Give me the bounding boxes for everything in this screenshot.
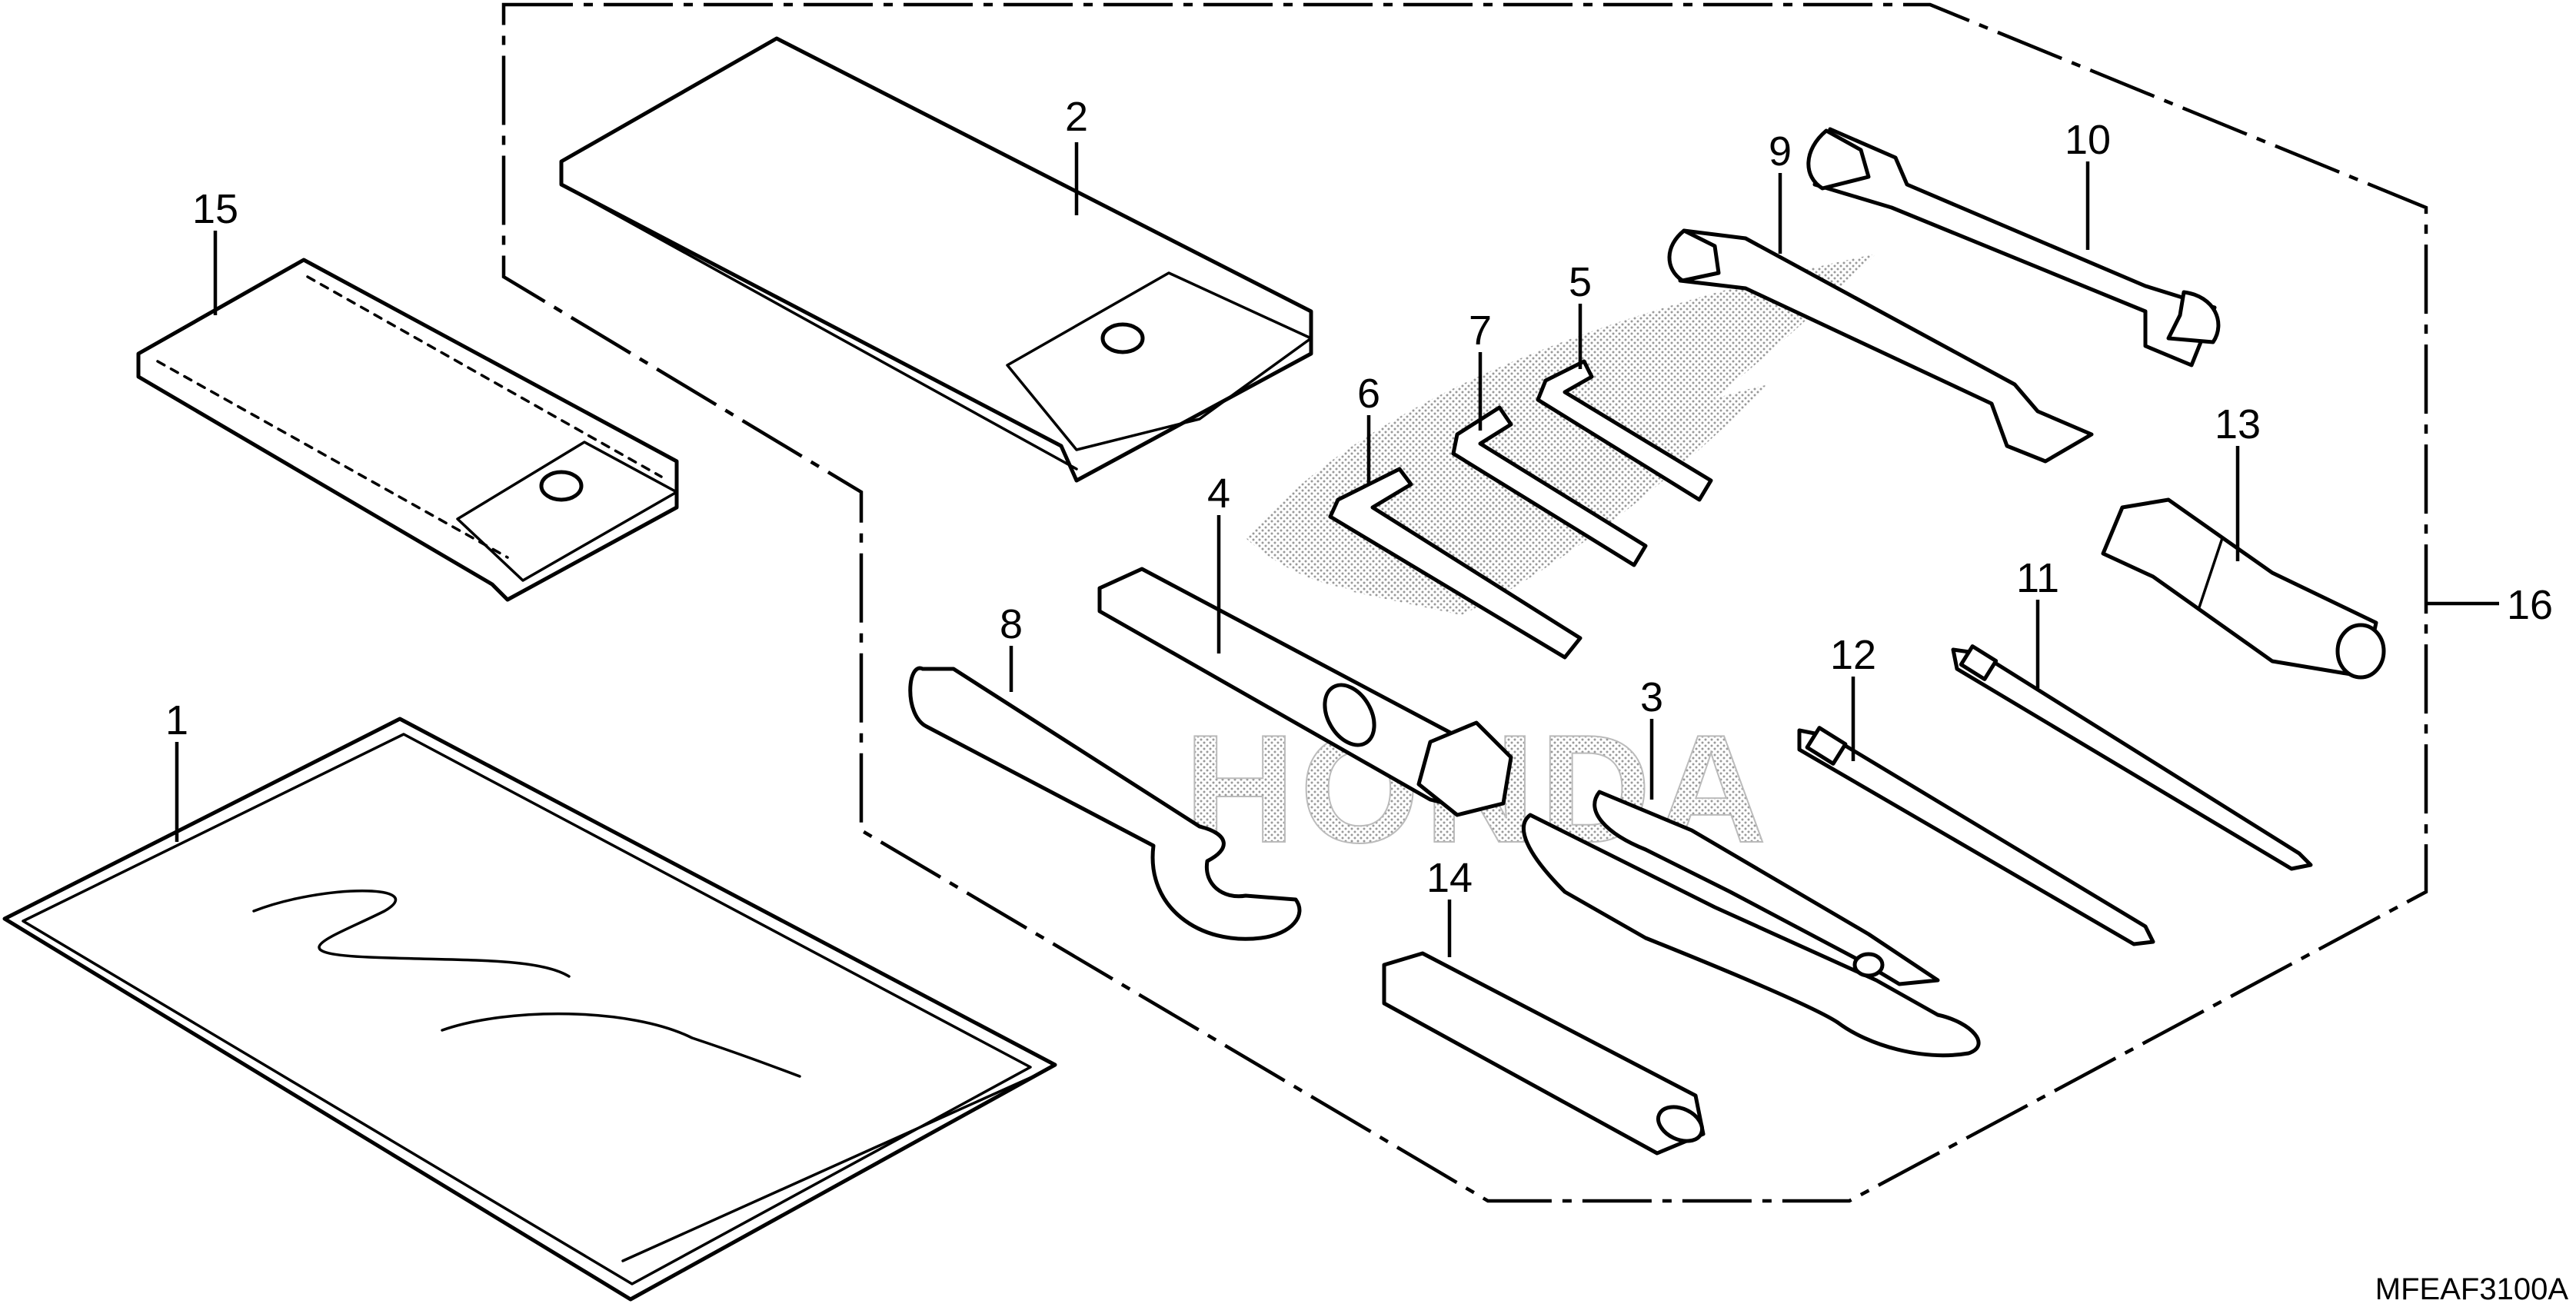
callout-4: 4 (1207, 471, 1230, 517)
part-3-pliers (1522, 790, 1981, 1058)
assembly-boundary (501, 2, 2428, 1203)
part-14-tube-grip (1382, 951, 1706, 1156)
part-10-open-end-wrench (1806, 127, 2221, 367)
callout-10: 10 (2065, 117, 2111, 163)
part-4-socket-wrench (1097, 567, 1513, 817)
leader-lines (175, 142, 2499, 957)
part-2-tool-bag (559, 36, 1313, 483)
part-1-manual-pouch (2, 717, 1057, 1302)
callout-15: 15 (192, 186, 238, 232)
callout-6: 6 (1357, 371, 1380, 417)
callout-11: 11 (2016, 555, 2059, 601)
callout-16: 16 (2507, 582, 2553, 628)
part-12-screwdriver (1797, 726, 2155, 946)
callout-9: 9 (1769, 128, 1792, 175)
drawing-code: MFEAF3100A (2375, 1272, 2569, 1306)
part-13-screwdriver-handle (2101, 497, 2386, 680)
callout-7: 7 (1469, 308, 1492, 354)
part-15-small-tool-bag (136, 258, 679, 602)
callout-8: 8 (1000, 601, 1023, 647)
callout-5: 5 (1569, 259, 1592, 305)
callout-12: 12 (1830, 632, 1876, 678)
callout-13: 13 (2215, 401, 2261, 447)
callout-1: 1 (165, 697, 188, 743)
part-6-hex-key (1328, 467, 1583, 660)
part-11-screwdriver (1951, 644, 2313, 871)
callout-14: 14 (1426, 855, 1473, 901)
part-8-pin-spanner (908, 666, 1302, 941)
callout-labels: 1 2 3 4 5 6 7 8 9 10 11 12 13 14 15 16 (165, 94, 2553, 901)
part-5-hex-key (1536, 359, 1713, 502)
part-9-open-end-wrench (1667, 228, 2094, 464)
callout-2: 2 (1065, 94, 1088, 140)
part-7-hex-key (1451, 405, 1648, 567)
callout-3: 3 (1640, 674, 1663, 720)
